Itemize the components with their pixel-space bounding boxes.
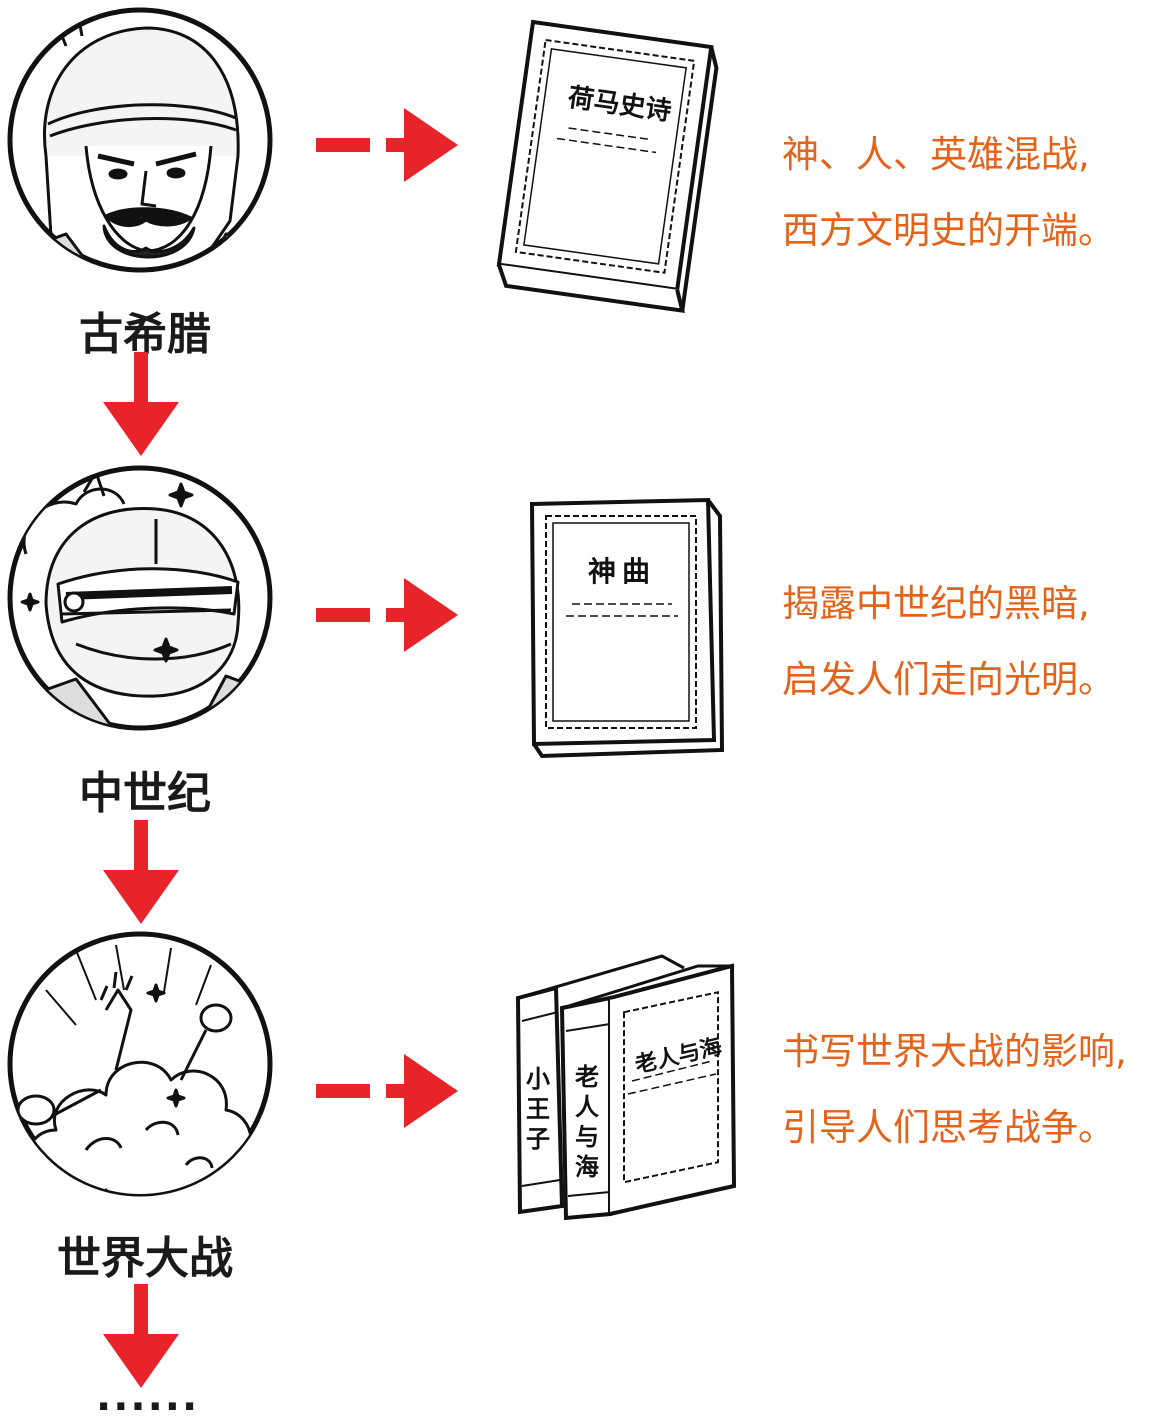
dashed-right-arrow-icon: [316, 108, 458, 182]
book-divine-comedy: 神曲: [522, 492, 732, 760]
description-line: 西方文明史的开端。: [782, 209, 1115, 252]
description-line: 引导人们思考战争。: [782, 1106, 1115, 1149]
book-icon: [529, 497, 725, 759]
book-icon: [515, 954, 737, 1221]
down-arrow-icon: [103, 820, 179, 924]
description-ancient-greece: 神、人、英雄混战, 西方文明史的开端。: [782, 117, 1162, 269]
medieval-knight-icon: [7, 465, 273, 731]
book-homer-epics: 荷马史诗: [484, 14, 734, 314]
era-label-ancient-greece: 古希腊: [79, 309, 211, 360]
description-line: 书写世界大战的影响,: [782, 1030, 1127, 1073]
battle-brawl-icon: [7, 931, 273, 1197]
description-world-wars: 书写世界大战的影响, 引导人们思考战争。: [782, 1014, 1162, 1166]
book-icon: [496, 19, 719, 314]
description-line: 神、人、英雄混战,: [782, 133, 1090, 176]
era-label-medieval: 中世纪: [79, 768, 211, 819]
book-title: 神曲: [588, 555, 657, 588]
book-title-old-man-and-the-sea: 老人与海: [575, 1063, 599, 1181]
dashed-right-arrow-icon: [316, 578, 458, 652]
description-medieval: 揭露中世纪的黑暗, 启发人们走向光明。: [782, 566, 1162, 718]
greek-warrior-icon: [7, 7, 273, 273]
dashed-right-arrow-icon: [316, 1054, 458, 1128]
book-title-little-prince: 小王子: [526, 1065, 550, 1153]
book-stack: 小王子 老人与海 老人与海: [512, 946, 742, 1224]
down-arrow-icon: [103, 352, 179, 456]
description-line: 启发人们走向光明。: [782, 658, 1115, 701]
down-arrow-icon: [103, 1284, 179, 1388]
era-label-world-wars: 世界大战: [57, 1233, 233, 1284]
continuation-ellipsis: ......: [96, 1374, 200, 1420]
description-line: 揭露中世纪的黑暗,: [782, 582, 1090, 625]
